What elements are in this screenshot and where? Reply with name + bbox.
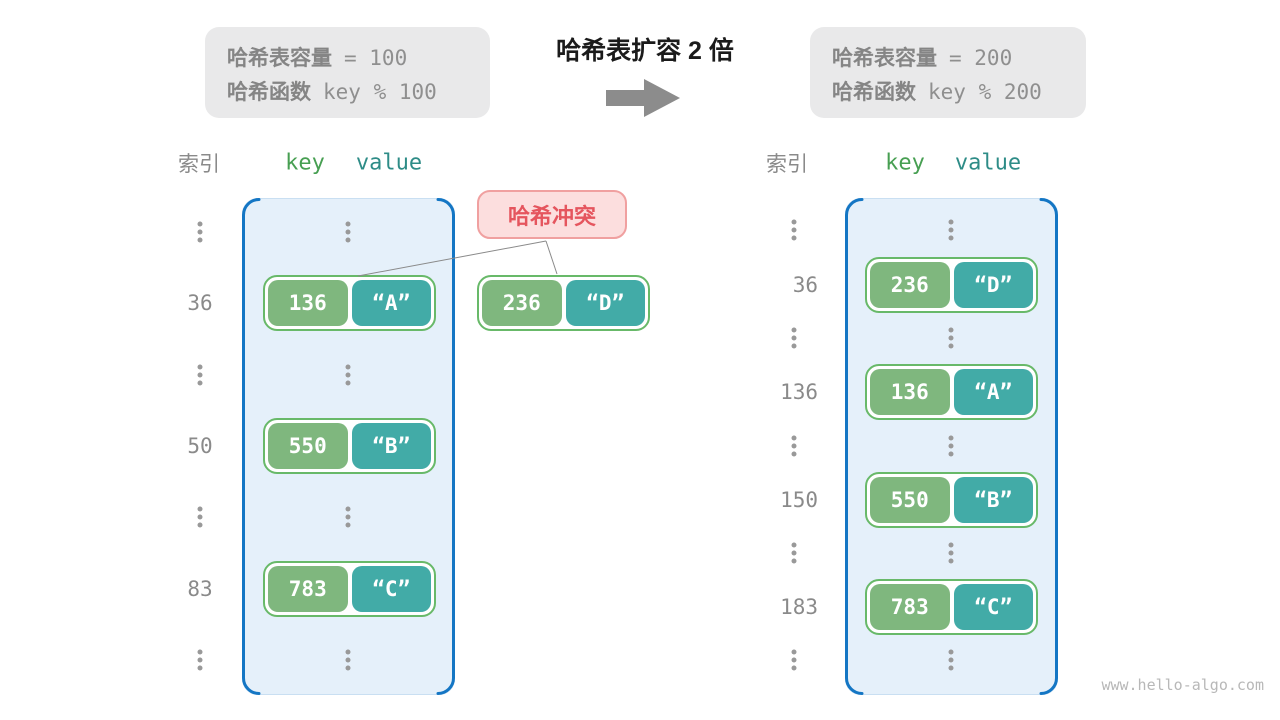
capacity-box-after: 哈希表容量 = 200 哈希函数 key % 200 (810, 27, 1086, 118)
capacity-label: 哈希表容量 (832, 47, 937, 70)
ellipsis-dots (791, 435, 797, 457)
value-cell: “C” (953, 584, 1033, 630)
capacity-box-before: 哈希表容量 = 100 哈希函数 key % 100 (205, 27, 490, 118)
capacity-value: = 200 (949, 46, 1013, 70)
index-label: 83 (187, 577, 213, 601)
ellipsis-dots (197, 364, 203, 386)
index-label: 136 (780, 380, 818, 404)
expand-title: 哈希表扩容 2 倍 (556, 37, 734, 65)
capacity-line: 哈希表容量 = 100 (227, 41, 468, 75)
ellipsis-dots (197, 649, 203, 671)
ellipsis-dots (948, 219, 954, 241)
ellipsis-dots (791, 219, 797, 241)
key-cell: 550 (268, 423, 348, 469)
index-label: 36 (792, 273, 818, 297)
capacity-line: 哈希表容量 = 200 (832, 41, 1064, 75)
kv-pair: 236 “D” (865, 257, 1038, 313)
hash-collision-callout: 哈希冲突 (477, 190, 627, 239)
key-cell: 783 (870, 584, 950, 630)
ellipsis-dots (948, 542, 954, 564)
bracket-border (241, 197, 455, 695)
key-cell: 136 (870, 369, 950, 415)
ellipsis-dots (345, 221, 351, 243)
hash-function-value: key % 200 (928, 80, 1042, 104)
value-cell: “C” (351, 566, 431, 612)
bracket-border (844, 197, 1058, 695)
right-index-header: 索引 (766, 153, 808, 176)
index-label: 150 (780, 488, 818, 512)
value-cell: “B” (953, 477, 1033, 523)
arrow-head (644, 79, 680, 117)
ellipsis-dots (948, 435, 954, 457)
left-index-header: 索引 (178, 153, 220, 176)
ellipsis-dots (345, 364, 351, 386)
kv-pair: 550 “B” (865, 472, 1038, 528)
ellipsis-dots (197, 506, 203, 528)
right-value-header: value (954, 150, 1022, 176)
value-cell: “D” (565, 280, 645, 326)
ellipsis-dots (791, 327, 797, 349)
right-arrow-icon (606, 79, 680, 117)
key-cell: 550 (870, 477, 950, 523)
hash-function-line: 哈希函数 key % 100 (227, 75, 468, 109)
right-key-header: key (885, 150, 925, 176)
hash-function-value: key % 100 (323, 80, 437, 104)
collision-kv-pair: 236 “D” (477, 275, 650, 331)
kv-pair: 783 “C” (263, 561, 436, 617)
key-cell: 236 (870, 262, 950, 308)
key-cell: 783 (268, 566, 348, 612)
hash-function-label: 哈希函数 (227, 81, 311, 104)
kv-pair: 136 “A” (263, 275, 436, 331)
key-cell: 236 (482, 280, 562, 326)
arrow-shaft (606, 90, 646, 106)
hash-function-label: 哈希函数 (832, 81, 916, 104)
ellipsis-dots (345, 506, 351, 528)
hash-function-line: 哈希函数 key % 200 (832, 75, 1064, 109)
ellipsis-dots (948, 649, 954, 671)
kv-pair: 550 “B” (263, 418, 436, 474)
kv-pair: 136 “A” (865, 364, 1038, 420)
left-key-header: key (285, 150, 325, 176)
key-cell: 136 (268, 280, 348, 326)
value-cell: “A” (953, 369, 1033, 415)
capacity-label: 哈希表容量 (227, 47, 332, 70)
index-label: 50 (187, 434, 213, 458)
value-cell: “D” (953, 262, 1033, 308)
kv-pair: 783 “C” (865, 579, 1038, 635)
watermark: www.hello-algo.com (1101, 676, 1264, 694)
value-cell: “B” (351, 423, 431, 469)
ellipsis-dots (948, 327, 954, 349)
value-cell: “A” (351, 280, 431, 326)
ellipsis-dots (345, 649, 351, 671)
ellipsis-dots (791, 542, 797, 564)
ellipsis-dots (791, 649, 797, 671)
index-label: 36 (187, 291, 213, 315)
index-label: 183 (780, 595, 818, 619)
ellipsis-dots (197, 221, 203, 243)
capacity-value: = 100 (344, 46, 408, 70)
left-value-header: value (355, 150, 423, 176)
